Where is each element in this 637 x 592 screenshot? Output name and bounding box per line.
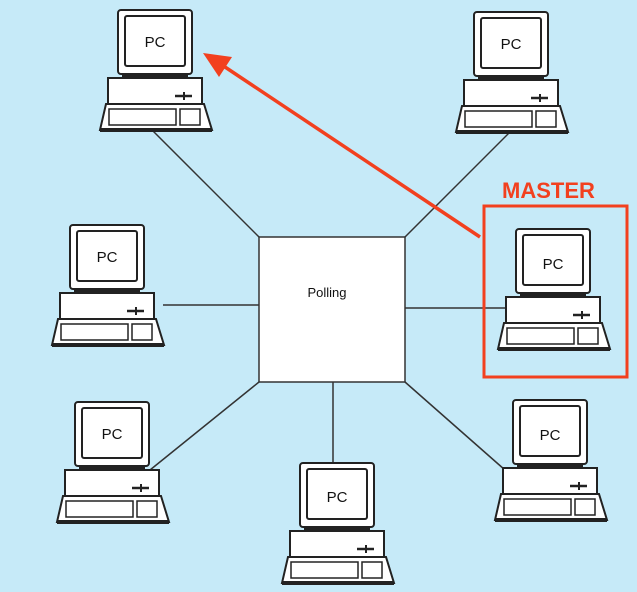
link-top-right xyxy=(404,131,511,238)
pc-bottom-right: PC xyxy=(493,398,609,522)
pc-top-right: PC xyxy=(454,10,570,134)
pc-label: PC xyxy=(543,256,564,273)
polling-hub xyxy=(258,236,406,383)
master-highlight-box xyxy=(482,204,629,379)
pc-master: PC xyxy=(496,227,612,351)
pc-label: PC xyxy=(540,427,561,444)
pc-label: PC xyxy=(102,426,123,443)
poll-arrow-line xyxy=(221,63,481,239)
poll-arrow-head-icon xyxy=(203,53,232,77)
connections xyxy=(149,127,511,471)
pc-top-left: PC xyxy=(98,8,214,132)
link-bottom-right xyxy=(404,381,506,471)
pc-bottom-left: PC xyxy=(55,400,171,524)
pc-label: PC xyxy=(501,36,522,53)
link-top-left xyxy=(149,127,260,238)
pc-label: PC xyxy=(145,34,166,51)
master-label: MASTER xyxy=(502,178,595,203)
pc-left: PC xyxy=(50,223,166,347)
pc-bottom-center: PC xyxy=(280,461,396,585)
pc-label: PC xyxy=(327,489,348,506)
link-bottom-left xyxy=(149,381,260,471)
hub-label: Polling xyxy=(307,285,346,300)
pc-label: PC xyxy=(97,249,118,266)
